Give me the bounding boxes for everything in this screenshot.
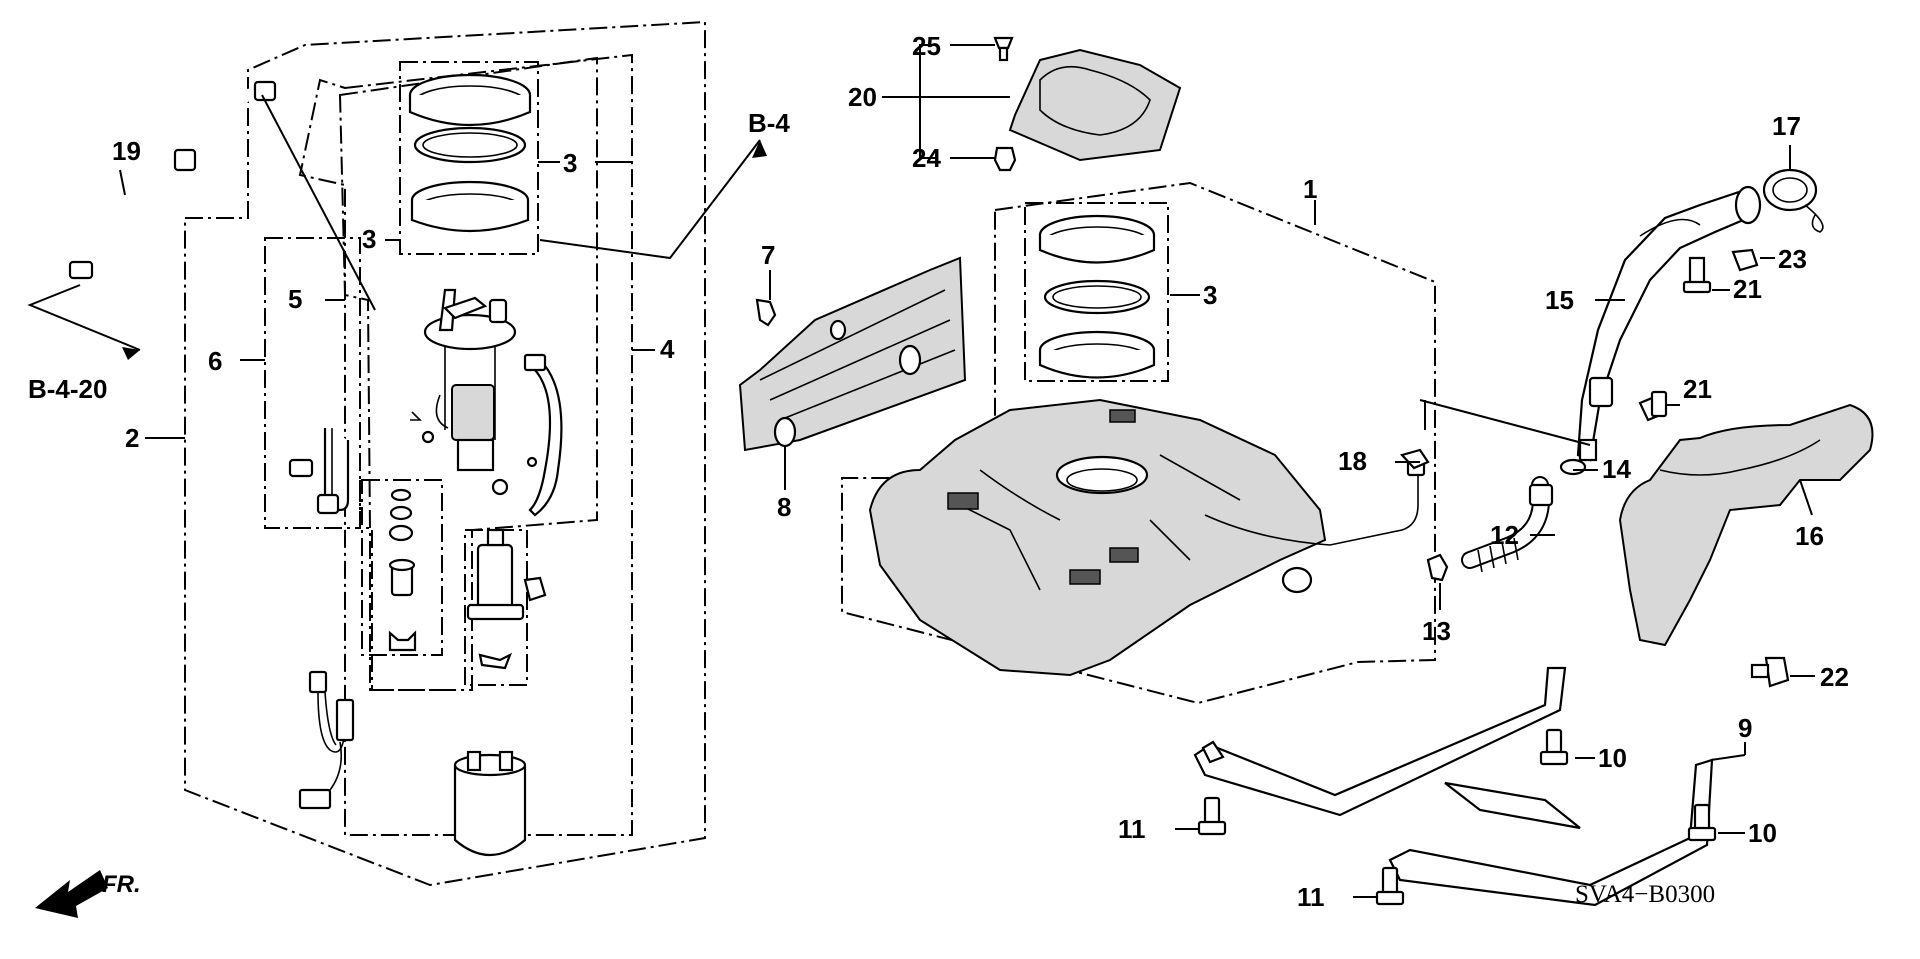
fuel-filler-cap [1762, 168, 1824, 233]
callout-6: 6 [208, 346, 222, 376]
bolt-21a [1682, 256, 1712, 294]
callout-21a: 21 [1733, 274, 1762, 304]
callout-11b: 11 [1297, 882, 1325, 912]
fuel-pressure-regulator [288, 428, 350, 515]
callout-17: 17 [1772, 111, 1801, 141]
clip-24 [993, 146, 1017, 172]
callout-14: 14 [1602, 454, 1631, 484]
strap-bolt-11a [1197, 796, 1227, 836]
callout-7: 7 [761, 240, 775, 270]
fuel-tank [868, 398, 1426, 677]
callout-3a: 3 [563, 148, 577, 178]
callout-10a: 10 [1598, 743, 1627, 773]
seal-box-right [1024, 202, 1169, 382]
callout-13: 13 [1422, 616, 1451, 646]
callout-11a: 11 [1118, 814, 1146, 844]
callout-5: 5 [288, 284, 302, 314]
callout-4: 4 [660, 334, 675, 364]
callout-12: 12 [1490, 520, 1519, 550]
hose-clamp-14 [1559, 458, 1587, 476]
callout-21b: 21 [1683, 374, 1712, 404]
tank-strap-front [1193, 666, 1567, 817]
assembly-outline-6 [264, 237, 361, 529]
bolt-21b [1638, 390, 1668, 422]
access-cover [1008, 48, 1182, 162]
fuel-filter-housing [453, 750, 527, 857]
fuel-pump [466, 528, 547, 670]
callout-9: 9 [1738, 713, 1752, 743]
strap-bolt-10a [1539, 728, 1569, 766]
ref-b4-20: B-4-20 [28, 374, 107, 404]
fuel-feed-hose [68, 80, 277, 280]
callout-16: 16 [1795, 521, 1824, 551]
splash-shield-16 [1618, 403, 1874, 647]
fuel-fill-pipe [1576, 185, 1762, 462]
callout-25: 25 [912, 31, 941, 61]
seal-box-left [399, 61, 539, 255]
filler-ring-set-left [408, 73, 532, 233]
callout-1: 1 [1303, 174, 1317, 204]
callout-22: 22 [1820, 662, 1849, 692]
callout-3c: 3 [1203, 280, 1217, 310]
fuel-pump-module [410, 288, 563, 517]
callout-24: 24 [912, 143, 941, 173]
strap-bolt-10b [1687, 803, 1717, 842]
callout-8: 8 [777, 492, 791, 522]
strainer-parts [388, 488, 417, 652]
heat-shield [738, 256, 967, 452]
clip-23 [1731, 248, 1759, 272]
callout-20: 20 [848, 82, 877, 112]
ref-b4: B-4 [748, 108, 790, 138]
callout-10b: 10 [1748, 818, 1777, 848]
diagram-code: SVA4−B0300 [1575, 881, 1715, 908]
filler-ring-set-right [1038, 214, 1156, 379]
callout-3b: 3 [362, 224, 376, 254]
callout-19: 19 [112, 136, 141, 166]
tank-strap-rear [1388, 758, 1714, 907]
screw-25 [993, 36, 1014, 62]
callout-18: 18 [1338, 446, 1367, 476]
front-direction-arrow: FR. [35, 870, 141, 918]
front-arrow-label: FR. [102, 871, 141, 898]
fuel-level-sender-harness [298, 670, 355, 810]
leader-lines [27, 44, 1815, 898]
clip-18 [1399, 448, 1430, 470]
callout-2: 2 [125, 423, 139, 453]
breather-tube-12 [1461, 476, 1554, 573]
clamp-13 [1426, 553, 1449, 582]
clip-22 [1750, 656, 1790, 688]
assembly-outline-4 [298, 53, 633, 836]
clip-7 [755, 298, 777, 327]
callout-15: 15 [1545, 285, 1574, 315]
callout-23: 23 [1778, 244, 1807, 274]
